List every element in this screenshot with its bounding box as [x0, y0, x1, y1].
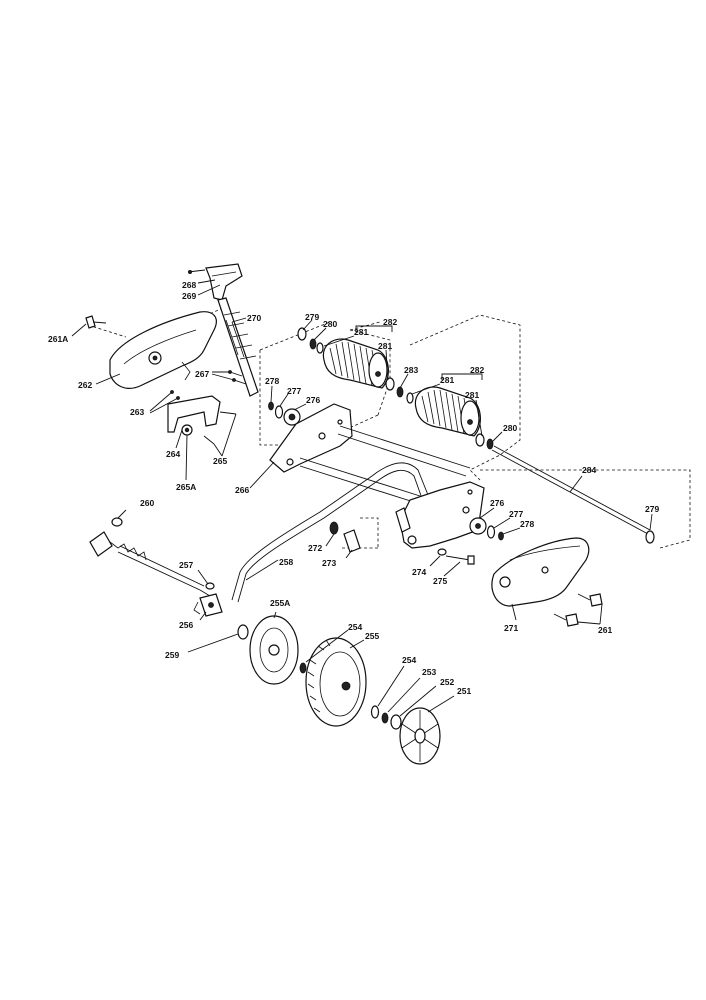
label-278-left: 278 — [265, 376, 279, 386]
label-259: 259 — [165, 650, 179, 660]
label-271: 271 — [504, 623, 518, 633]
label-256: 256 — [179, 620, 193, 630]
cross-tubes — [299, 425, 471, 505]
bracket-256 — [193, 593, 223, 617]
adjuster-outline — [360, 517, 379, 548]
wheel-inner-255A — [249, 615, 299, 685]
label-269: 269 — [182, 291, 196, 301]
label-272: 272 — [308, 543, 322, 553]
label-281-right: 281 — [440, 375, 454, 385]
hub-parts — [370, 705, 402, 730]
roller-front — [322, 338, 389, 389]
leader-lines — [71, 279, 653, 717]
label-283: 283 — [404, 365, 418, 375]
label-264: 264 — [166, 449, 180, 459]
right-frame-plate — [395, 481, 485, 549]
label-270: 270 — [247, 313, 261, 323]
label-277-left: 277 — [287, 386, 301, 396]
label-277-right: 277 — [509, 509, 523, 519]
roller-rear — [414, 386, 481, 437]
label-261: 261 — [598, 625, 612, 635]
label-276-right: 276 — [490, 498, 504, 508]
bearing-left — [268, 401, 301, 426]
right-side-cover — [491, 537, 590, 607]
label-266: 266 — [235, 485, 249, 495]
label-268: 268 — [182, 280, 196, 290]
label-282-top: 282 — [383, 317, 397, 327]
label-281-lower: 281 — [465, 390, 479, 400]
label-251: 251 — [457, 686, 471, 696]
washer-254a — [299, 662, 307, 674]
label-258: 258 — [279, 557, 293, 567]
label-276-left: 276 — [306, 395, 320, 405]
left-frame-plate — [269, 403, 353, 473]
height-adjust-bracket — [187, 263, 243, 301]
label-281-mid: 281 — [378, 341, 392, 351]
rear-roller-outline — [259, 314, 691, 549]
label-252: 252 — [440, 677, 454, 687]
bushing-259 — [237, 624, 249, 640]
label-254-upper: 254 — [348, 622, 362, 632]
label-254-lower: 254 — [402, 655, 416, 665]
bolt-275 — [437, 548, 475, 565]
screws-261 — [553, 593, 603, 627]
part-labels: 268 269 270 261A 262 267 263 264 265 265… — [48, 280, 659, 696]
rear-axle — [491, 445, 655, 544]
label-275: 275 — [433, 576, 447, 586]
label-255A: 255A — [270, 598, 290, 608]
label-279-top: 279 — [305, 312, 319, 322]
label-265: 265 — [213, 456, 227, 466]
label-261A: 261A — [48, 334, 68, 344]
hubcap-251 — [399, 707, 441, 765]
bearing-right — [469, 517, 504, 541]
bolt-261A — [85, 315, 107, 329]
label-284: 284 — [582, 465, 596, 475]
label-263: 263 — [130, 407, 144, 417]
label-267: 267 — [195, 369, 209, 379]
label-262: 262 — [78, 380, 92, 390]
label-273: 273 — [322, 558, 336, 568]
label-257: 257 — [179, 560, 193, 570]
roller-washers — [297, 327, 494, 450]
spring-axle-lever — [89, 531, 211, 597]
label-280-top: 280 — [323, 319, 337, 329]
adjuster-lever — [217, 297, 259, 397]
label-274: 274 — [412, 567, 426, 577]
nut-257 — [205, 582, 215, 590]
label-280-right: 280 — [503, 423, 517, 433]
adjuster-knob — [329, 521, 361, 553]
label-255: 255 — [365, 631, 379, 641]
label-279-right: 279 — [645, 504, 659, 514]
nut-260 — [111, 517, 123, 527]
label-253: 253 — [422, 667, 436, 677]
wheel-tire-255 — [305, 637, 367, 727]
label-278-right: 278 — [520, 519, 534, 529]
bracket-264 — [167, 390, 237, 445]
label-282-right: 282 — [470, 365, 484, 375]
left-side-cover — [109, 311, 217, 389]
handle-bracket-outline — [87, 304, 231, 338]
label-260: 260 — [140, 498, 154, 508]
handle-258 — [231, 462, 431, 603]
label-265A: 265A — [176, 482, 196, 492]
label-281-top: 281 — [354, 327, 368, 337]
